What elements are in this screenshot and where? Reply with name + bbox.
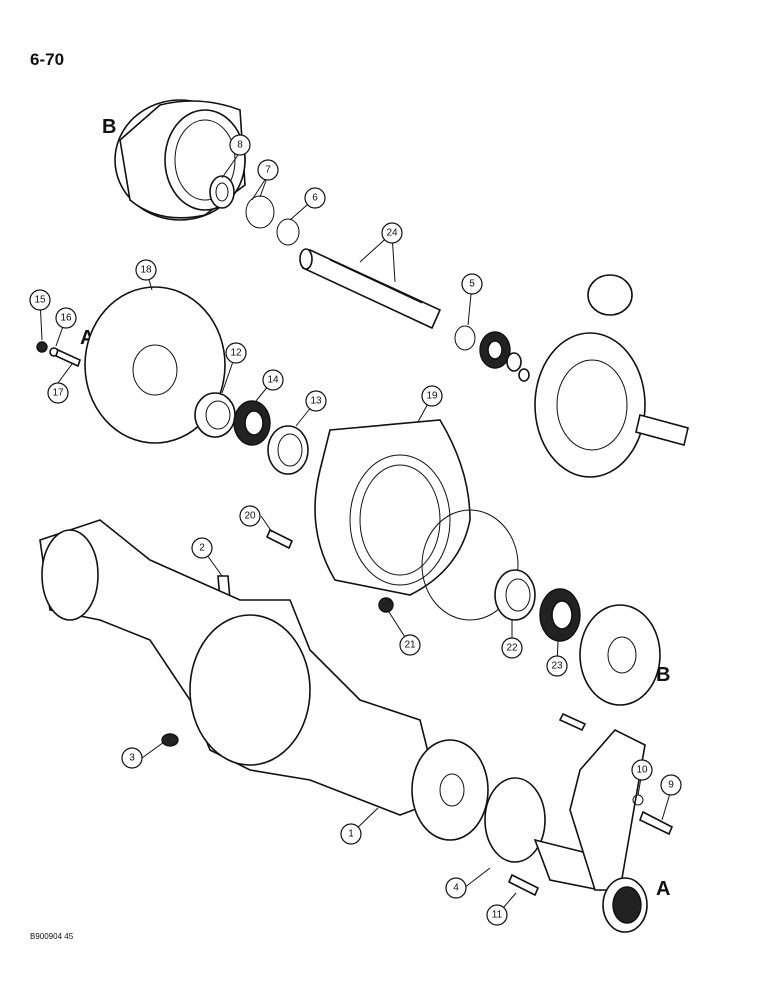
- snap-ring-7: [245, 195, 275, 229]
- svg-text:5: 5: [469, 279, 475, 290]
- svg-text:3: 3: [129, 753, 135, 764]
- svg-text:7: 7: [265, 165, 271, 176]
- svg-text:6: 6: [312, 193, 318, 204]
- callout-16: 16: [55, 307, 77, 329]
- callout-22: 22: [501, 637, 523, 659]
- svg-text:11: 11: [492, 910, 503, 921]
- svg-text:2: 2: [199, 543, 205, 554]
- small-bolt: [558, 712, 587, 732]
- svg-text:15: 15: [34, 295, 46, 306]
- svg-text:8: 8: [237, 140, 243, 151]
- callout-23: 23: [546, 655, 568, 677]
- callout-2: 2: [191, 537, 213, 559]
- callout-20: 20: [239, 505, 261, 527]
- bolt-group-15-16-17: [36, 341, 81, 368]
- bearing-cup-22: [494, 569, 536, 621]
- svg-text:16: 16: [60, 313, 72, 324]
- ref-letter-b-right: B: [656, 664, 671, 686]
- bearing-cup-12: [194, 392, 236, 438]
- callout-11: 11: [486, 904, 508, 926]
- planet-gear-8: [209, 175, 235, 209]
- callout-9: 9: [660, 774, 682, 796]
- seal-ring: [421, 509, 519, 621]
- svg-text:19: 19: [426, 391, 438, 402]
- svg-text:17: 17: [52, 388, 64, 399]
- bearing-cup-13: [267, 425, 309, 475]
- cap-a: [602, 877, 648, 933]
- brake-disc-18: [84, 286, 226, 444]
- svg-text:20: 20: [244, 511, 256, 522]
- svg-text:18: 18: [140, 265, 152, 276]
- callout-24: 24: [381, 222, 403, 244]
- callout-3: 3: [121, 747, 143, 769]
- bolt-20: [265, 528, 294, 550]
- bolt-11: [507, 873, 540, 897]
- bearing-5-group: [454, 325, 530, 382]
- svg-text:1: 1: [348, 829, 354, 840]
- callout-14: 14: [262, 369, 284, 391]
- svg-text:10: 10: [636, 765, 648, 776]
- callout-17: 17: [47, 382, 69, 404]
- plug-3: [161, 733, 179, 747]
- callout-10: 10: [631, 759, 653, 781]
- callout-7: 7: [257, 159, 279, 181]
- ref-letter-b-top: B: [102, 116, 117, 138]
- callout-18: 18: [135, 259, 157, 281]
- svg-text:4: 4: [453, 883, 459, 894]
- nut-21: [378, 597, 394, 613]
- svg-text:24: 24: [386, 228, 398, 239]
- tapered-bearing-14: [233, 400, 271, 446]
- bolt-9: [638, 810, 674, 836]
- callout-21: 21: [399, 634, 421, 656]
- callout-6: 6: [304, 187, 326, 209]
- svg-text:13: 13: [310, 396, 322, 407]
- svg-text:22: 22: [506, 643, 518, 654]
- ring-6: [276, 218, 300, 246]
- flange-plate: [411, 739, 489, 841]
- tapered-bearing-23: [539, 588, 581, 642]
- svg-text:12: 12: [230, 348, 242, 359]
- callout-8: 8: [229, 134, 251, 156]
- svg-text:14: 14: [267, 375, 279, 386]
- gear-b-right: [579, 604, 661, 706]
- axle-housing-1: [39, 519, 441, 816]
- callout-15: 15: [29, 289, 51, 311]
- callout-1: 1: [340, 823, 362, 845]
- svg-text:23: 23: [551, 661, 563, 672]
- svg-text:21: 21: [404, 640, 416, 651]
- wheel-hub-19: [314, 419, 471, 596]
- shaft-24: [299, 248, 442, 330]
- page-number: 6-70: [30, 50, 65, 69]
- callout-19: 19: [421, 385, 443, 407]
- callout-4: 4: [445, 877, 467, 899]
- svg-text:9: 9: [668, 780, 674, 791]
- ref-letter-a-bottom: A: [656, 878, 671, 900]
- planet-carrier: [534, 274, 689, 478]
- callout-12: 12: [225, 342, 247, 364]
- callout-13: 13: [305, 390, 327, 412]
- figure-code: B900904 45: [30, 932, 74, 941]
- callout-5: 5: [461, 273, 483, 295]
